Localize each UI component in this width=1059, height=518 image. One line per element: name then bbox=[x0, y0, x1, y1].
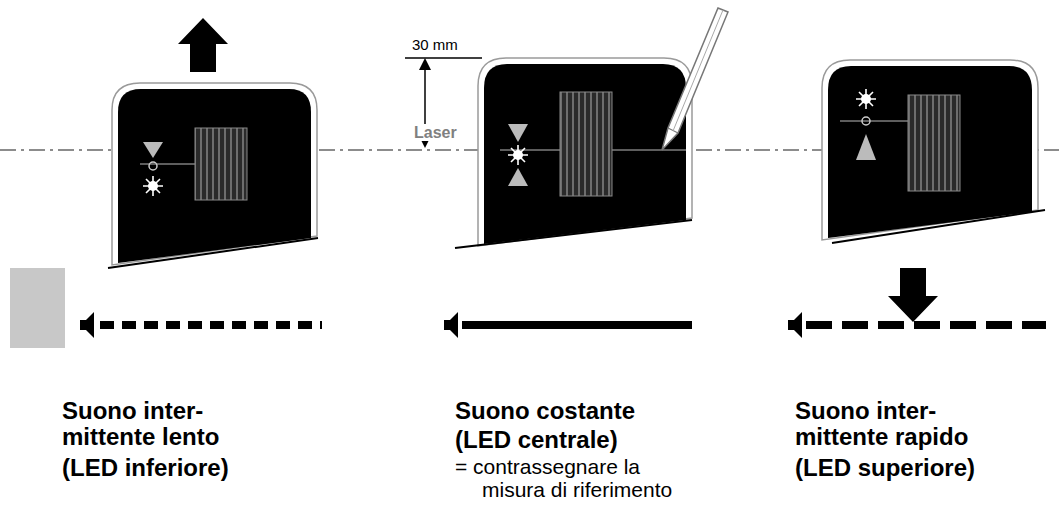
detector-middle bbox=[455, 58, 692, 248]
led-label: (LED centrale) bbox=[455, 427, 618, 453]
fast-beep-line bbox=[806, 321, 1046, 329]
dimension-lines bbox=[405, 58, 482, 148]
instruction-note: = contrassegnare la misura di riferiment… bbox=[455, 456, 691, 501]
slow-beep-line bbox=[100, 321, 322, 329]
laser-label: Laser bbox=[412, 124, 459, 141]
sound-description: Suono costante bbox=[455, 398, 635, 424]
dimension-label: 30 mm bbox=[410, 37, 460, 53]
sound-description: Suono inter- mittente lento bbox=[62, 398, 252, 450]
detector-left bbox=[108, 83, 318, 268]
detector-right bbox=[822, 60, 1045, 243]
speaker-icons bbox=[80, 312, 802, 338]
led-label: (LED superiore) bbox=[795, 455, 975, 481]
move-down-arrow bbox=[888, 268, 938, 322]
move-up-arrow bbox=[178, 18, 228, 72]
grey-marker bbox=[10, 268, 65, 348]
sound-description: Suono inter- mittente rapido bbox=[795, 398, 985, 450]
pencil bbox=[662, 8, 728, 150]
led-label: (LED inferiore) bbox=[62, 455, 229, 481]
constant-tone-line bbox=[462, 321, 692, 329]
